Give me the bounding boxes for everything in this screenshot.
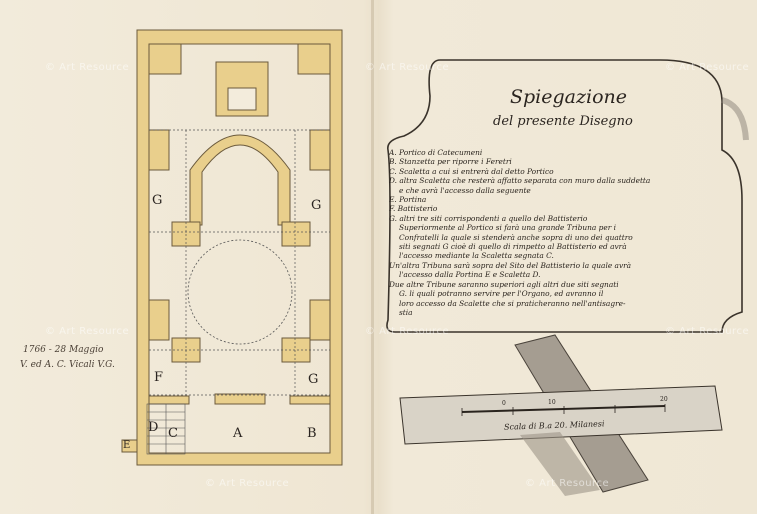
scale-bar-slab (399, 334, 723, 496)
watermark: © Art Resource (365, 326, 450, 337)
watermark: © Art Resource (665, 62, 750, 73)
watermark: © Art Resource (525, 478, 610, 489)
legend-title: Spiegazione (510, 86, 627, 108)
scale-tick-0: 0 (502, 400, 506, 407)
room-label-g-left: G (152, 193, 163, 208)
room-label-a: A (233, 426, 243, 441)
legend-line: G. li quali potranno servire per l'Organ… (399, 289, 604, 299)
legend-line: Confratelli la quale si stenderà anche s… (399, 232, 633, 242)
room-label-g-right: G (311, 198, 322, 213)
legend-cartouche (386, 59, 743, 333)
watermark: © Art Resource (45, 326, 130, 337)
paper-fold (371, 0, 374, 514)
room-label-g-lower: G (308, 372, 319, 387)
watermark: © Art Resource (665, 326, 750, 337)
scale-tick-10: 10 (548, 399, 556, 406)
legend-line: Due altre Tribune saranno superiori agli… (389, 279, 619, 289)
legend-line: Superiormente al Portico si farà una gra… (399, 223, 616, 233)
room-label-b: B (307, 426, 317, 441)
legend-line: G. altri tre siti corrispondenti a quell… (389, 213, 588, 223)
legend-line: D. altra Scaletta che resterà affatto se… (389, 176, 651, 186)
legend-line: stia (399, 307, 413, 317)
legend-line: siti segnati G cioè di quello di rimpett… (399, 242, 627, 252)
room-label-e: E (123, 440, 131, 451)
legend-line: A. Portico di Catecumeni (389, 148, 483, 157)
legend-line: e che avrà l'accesso dalla seguente (399, 185, 531, 195)
legend-line: Un'altra Tribuna sarà sopra del Sito del… (389, 260, 632, 270)
watermark: © Art Resource (365, 62, 450, 73)
legend-line: l'accesso mediante la Scaletta segnata C… (399, 251, 554, 261)
date-annotation: 1766 - 28 Maggio (23, 345, 104, 355)
author-annotation: V. ed A. C. Vicali V.G. (20, 360, 115, 370)
room-label-c: C (168, 426, 178, 441)
legend-line: C. Scaletta a cui si entrerà dal detto P… (389, 166, 554, 176)
legend-line: B. Stanzetta per riporre i Feretri (389, 157, 512, 167)
legend-line: l'accesso dalla Portina E e Scaletta D. (399, 270, 541, 280)
legend-line: F. Battisterio (389, 204, 438, 214)
legend-text: A. Portico di Catecumeni B. Stanzetta pe… (389, 148, 694, 317)
room-label-d: D (148, 420, 159, 435)
legend-subtitle: del presente Disegno (493, 114, 633, 129)
legend-line: loro accesso da Scalette che si pratiche… (399, 298, 626, 308)
scale-tick-20: 20 (660, 396, 668, 403)
room-label-f: F (154, 370, 164, 385)
legend-line: E. Portina (389, 195, 427, 205)
watermark: © Art Resource (205, 478, 290, 489)
watermark: © Art Resource (45, 62, 130, 73)
